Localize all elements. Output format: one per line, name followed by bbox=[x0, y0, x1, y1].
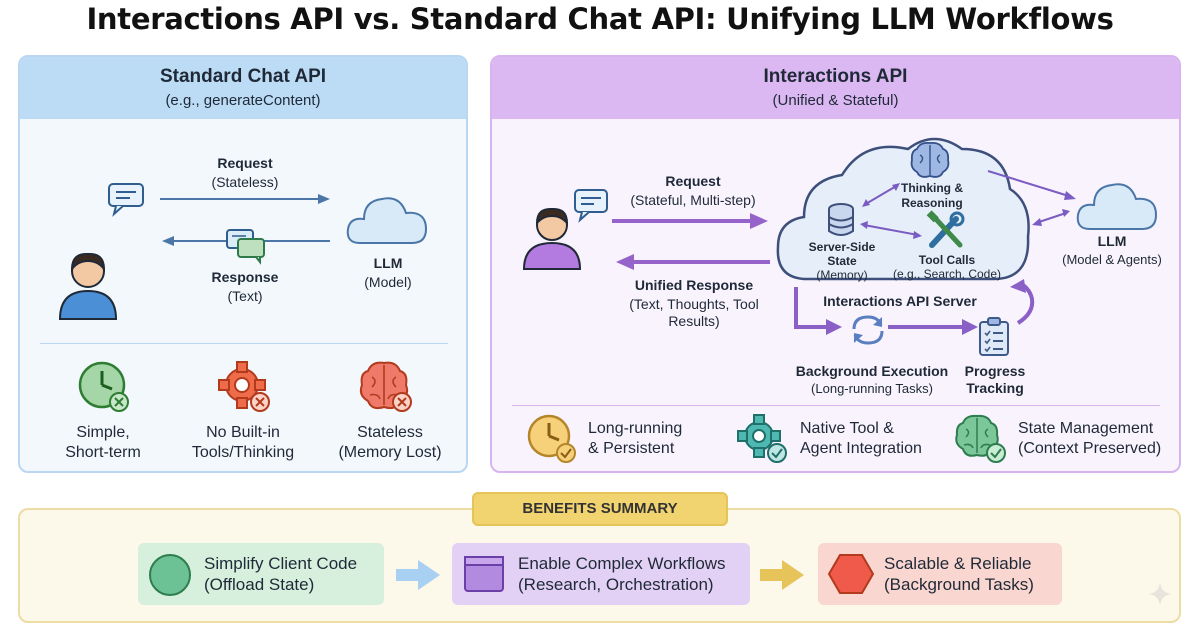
state-label-2: State bbox=[827, 254, 857, 268]
tool-calls-sublabel: (e.g., Search, Code) bbox=[892, 267, 1002, 281]
page-title: Interactions API vs. Standard Chat API: … bbox=[86, 2, 1114, 36]
benefits-tag: BENEFITS SUMMARY bbox=[472, 492, 728, 526]
progress-label-1: Progress bbox=[964, 363, 1026, 379]
gear-check-icon bbox=[737, 414, 787, 463]
left-feature-1-line1: Simple, bbox=[76, 424, 130, 441]
request-sublabel: (Stateless) bbox=[211, 174, 279, 190]
llm-label: LLM bbox=[373, 255, 403, 271]
hexagon-icon bbox=[827, 554, 875, 594]
response-arrow bbox=[616, 254, 770, 270]
state-label-1: Server-Side bbox=[808, 240, 876, 254]
right-feature-2-line2: Agent Integration bbox=[800, 440, 922, 457]
clipboard-icon bbox=[979, 317, 1009, 356]
brain-check-icon bbox=[955, 414, 1006, 463]
standard-chat-title: Standard Chat API bbox=[159, 66, 327, 87]
divider bbox=[512, 405, 1160, 406]
benefit-arrow-1 bbox=[396, 560, 440, 590]
interactions-title: Interactions API bbox=[763, 66, 908, 87]
request-arrow bbox=[160, 194, 330, 204]
response-sublabel: (Text) bbox=[227, 288, 263, 304]
standard-chat-header: Standard Chat API (e.g., generateContent… bbox=[20, 57, 466, 119]
right-feature-2-line1: Native Tool & bbox=[800, 420, 894, 437]
right-feature-1-line2: & Persistent bbox=[588, 440, 675, 457]
left-feature-1-line2: Short-term bbox=[65, 444, 141, 461]
response-label: Unified Response bbox=[634, 277, 754, 293]
inner-arrows bbox=[860, 183, 922, 239]
standard-chat-subtitle: (e.g., generateContent) bbox=[165, 92, 321, 109]
right-feature-1-line1: Long-running bbox=[588, 420, 683, 437]
chat-bubble-icon bbox=[574, 189, 608, 223]
request-sublabel: (Stateful, Multi-step) bbox=[630, 192, 756, 208]
server-cloud-icon bbox=[776, 137, 1030, 281]
benefit-arrow-2 bbox=[760, 560, 804, 590]
left-feature-2-line2: Tools/Thinking bbox=[191, 444, 295, 461]
thinking-label-1: Thinking & bbox=[901, 181, 963, 195]
benefit-2-line2: (Research, Orchestration) bbox=[518, 575, 714, 594]
llm-sublabel: (Model) bbox=[364, 274, 412, 290]
interactions-header: Interactions API (Unified & Stateful) bbox=[492, 57, 1179, 119]
clock-x-icon bbox=[78, 361, 129, 412]
benefit-3-line1: Scalable & Reliable bbox=[884, 554, 1032, 573]
refresh-icon bbox=[852, 315, 884, 345]
left-feature-2-line1: No Built-in bbox=[206, 424, 280, 441]
bg-exec-label: Background Execution bbox=[795, 363, 949, 379]
tool-calls-label: Tool Calls bbox=[918, 253, 976, 267]
benefit-scalable: Scalable & Reliable (Background Tasks) bbox=[818, 543, 1062, 605]
response-bubble-icon bbox=[226, 229, 265, 265]
tools-icon bbox=[926, 210, 965, 248]
benefit-3-line2: (Background Tasks) bbox=[884, 575, 1034, 594]
chat-bubble-icon bbox=[108, 183, 144, 217]
brain-icon bbox=[910, 141, 950, 178]
benefit-2-line1: Enable Complex Workflows bbox=[518, 554, 726, 573]
benefit-1-line2: (Offload State) bbox=[204, 575, 315, 594]
divider bbox=[40, 343, 448, 344]
standard-chat-panel: Standard Chat API (e.g., generateContent… bbox=[18, 55, 468, 473]
server-label: Interactions API Server bbox=[823, 293, 977, 309]
left-feature-3-line2: (Memory Lost) bbox=[338, 444, 442, 461]
llm-cloud-icon bbox=[1076, 183, 1158, 230]
interactions-subtitle: (Unified & Stateful) bbox=[772, 92, 899, 109]
window-icon bbox=[464, 556, 504, 592]
database-icon bbox=[828, 203, 854, 236]
right-feature-3-line1: State Management bbox=[1018, 420, 1154, 437]
request-arrow bbox=[612, 213, 768, 229]
llm-cloud-icon bbox=[346, 197, 428, 244]
llm-label: LLM bbox=[1097, 233, 1127, 249]
response-label: Response bbox=[211, 269, 279, 285]
bg-exec-sublabel: (Long-running Tasks) bbox=[811, 381, 933, 396]
interactions-panel: Interactions API (Unified & Stateful) Re… bbox=[490, 55, 1181, 473]
response-sublabel-2: Results) bbox=[668, 313, 720, 329]
benefit-1-line1: Simplify Client Code bbox=[204, 554, 358, 573]
state-label-3: (Memory) bbox=[816, 268, 868, 282]
thinking-label-2: Reasoning bbox=[901, 196, 963, 210]
llm-arrows bbox=[987, 170, 1076, 226]
request-label: Request bbox=[665, 173, 721, 189]
user-icon bbox=[58, 252, 118, 320]
background-flow-arrows bbox=[794, 279, 1035, 335]
sparkle-icon bbox=[1148, 582, 1172, 606]
brain-x-icon bbox=[359, 361, 412, 412]
circle-icon bbox=[149, 554, 191, 596]
progress-label-2: Tracking bbox=[966, 380, 1024, 396]
gear-x-icon bbox=[218, 361, 270, 412]
benefit-complex-workflows: Enable Complex Workflows (Research, Orch… bbox=[452, 543, 750, 605]
user-icon bbox=[522, 207, 582, 270]
request-label: Request bbox=[217, 155, 273, 171]
right-feature-3-line2: (Context Preserved) bbox=[1018, 440, 1162, 457]
left-feature-3-line1: Stateless bbox=[357, 424, 423, 441]
benefit-simplify: Simplify Client Code (Offload State) bbox=[138, 543, 384, 605]
response-sublabel-1: (Text, Thoughts, Tool bbox=[629, 296, 759, 312]
llm-sublabel: (Model & Agents) bbox=[1062, 252, 1162, 267]
clock-check-icon bbox=[527, 414, 576, 463]
